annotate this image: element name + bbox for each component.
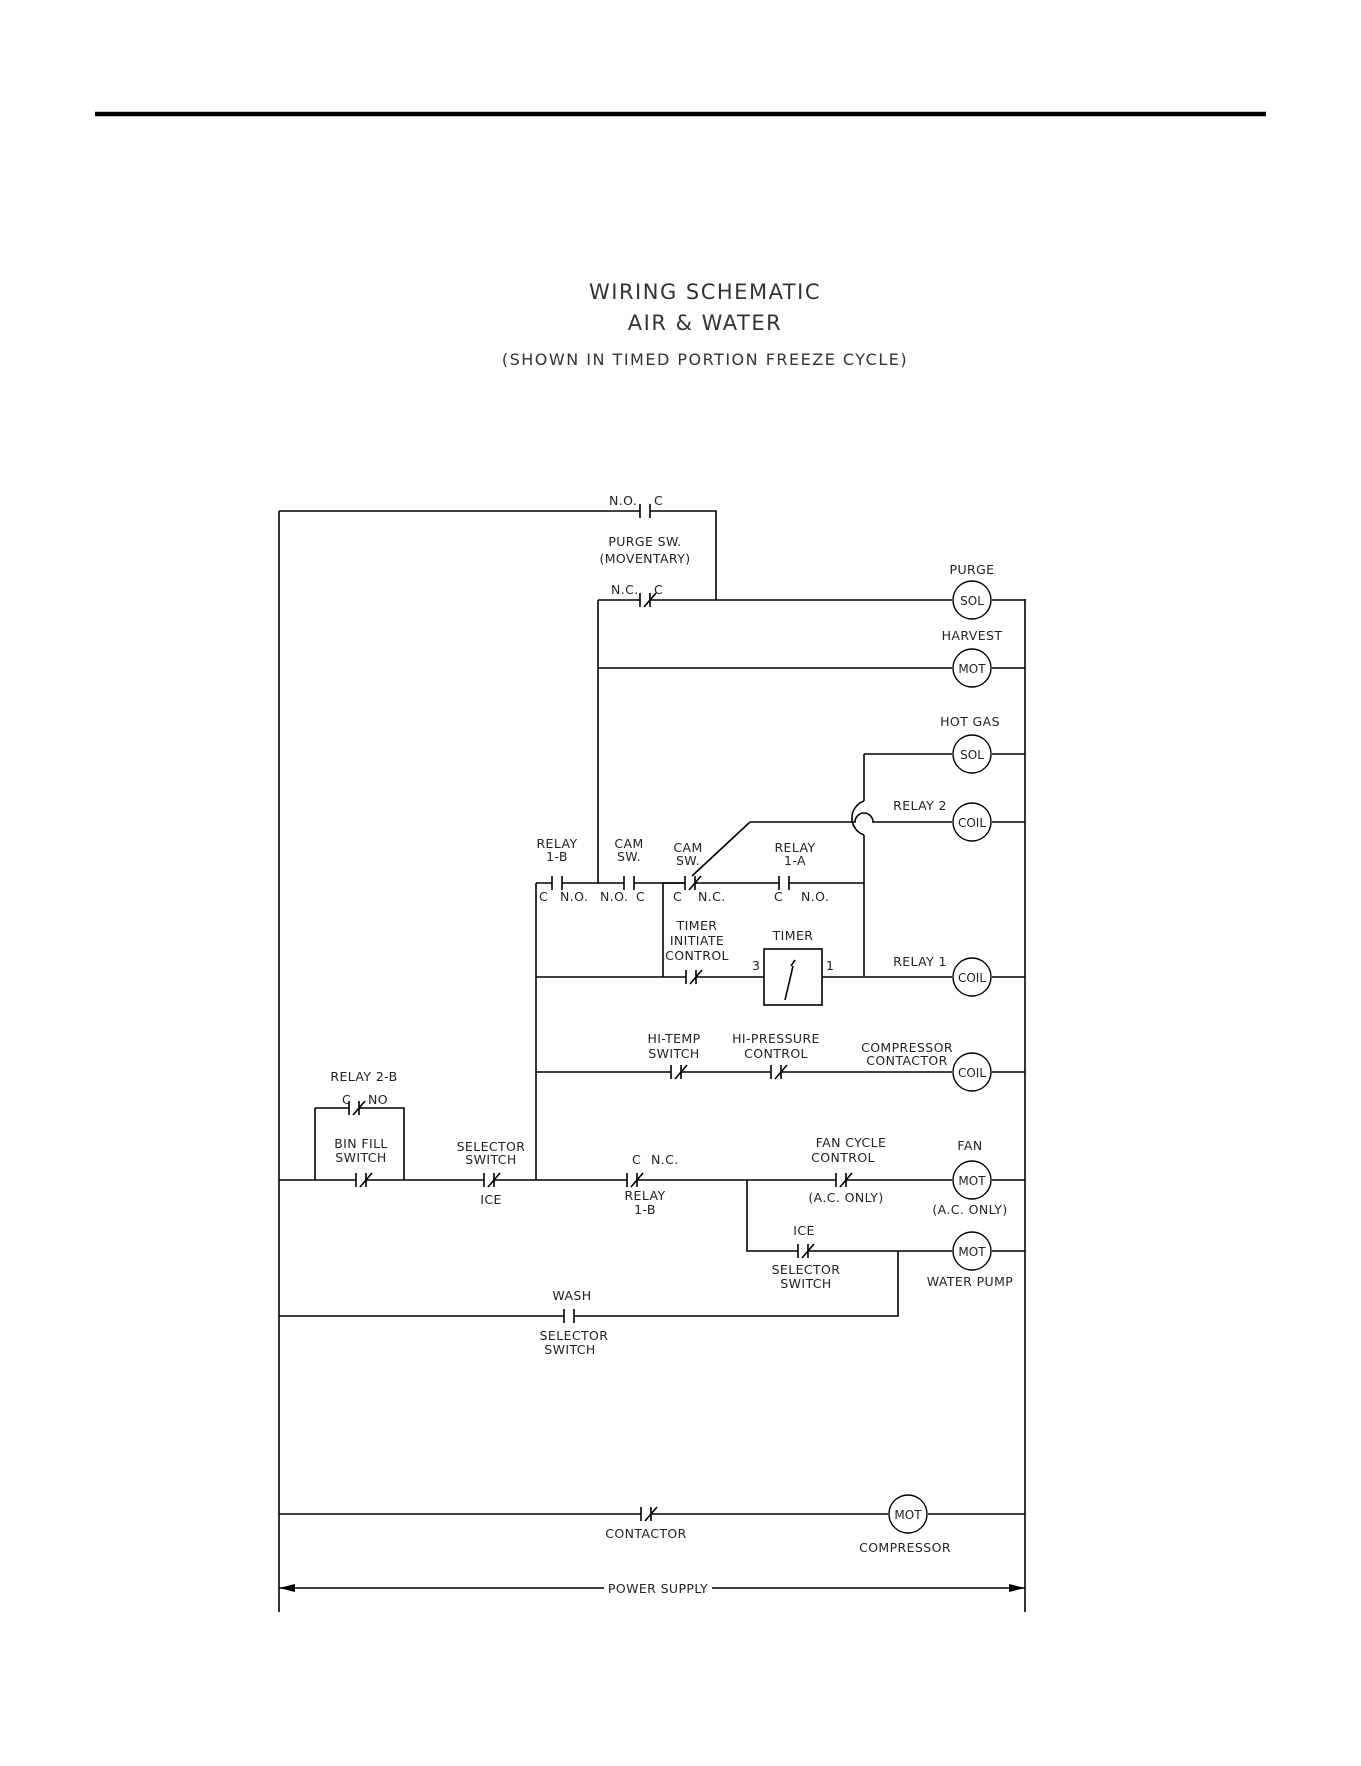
cam-sw-nc-name-2: SW. [676, 853, 700, 868]
relay2-label: RELAY 2 [893, 798, 947, 813]
cam-sw-no-name-2: SW. [617, 849, 641, 864]
hot-gas-label: HOT GAS [940, 714, 1000, 729]
fan-mot-symbol [952, 1160, 992, 1200]
contactor-name: CONTACTOR [605, 1526, 686, 1541]
compressor-contactor-coil-symbol [952, 1052, 992, 1092]
compressor-mot-symbol [888, 1494, 928, 1534]
hot-gas-sol-symbol [952, 734, 992, 774]
relay2-coil-label: COIL [958, 816, 986, 830]
hot-gas-sol-label: SOL [960, 748, 984, 762]
fan-cycle-note: (A.C. ONLY) [808, 1190, 883, 1205]
relay1b-low-c: C [632, 1152, 641, 1167]
purge-sw-nc: N.C. [611, 582, 639, 597]
relay1-coil-label: COIL [958, 971, 986, 985]
selector-ice-name-1: SELECTOR [457, 1139, 526, 1154]
relay1a-no: N.O. [801, 889, 829, 904]
fan-note: (A.C. ONLY) [932, 1202, 1007, 1217]
cam-sw-nc-c: C [673, 889, 682, 904]
purge-sw-note: (MOVENTARY) [599, 551, 690, 566]
relay1a-name-1: RELAY [774, 840, 815, 855]
selector-ice-name-2: SWITCH [465, 1152, 516, 1167]
cam-sw-no-c: C [636, 889, 645, 904]
timer-pin-right: 1 [826, 958, 834, 973]
timer-name: TIMER [772, 928, 814, 943]
relay1b-low-name-2: 1-B [634, 1202, 656, 1217]
relay1-coil-symbol [952, 957, 992, 997]
compressor-mot-label: MOT [894, 1508, 922, 1522]
hi-pressure-name-1: HI-PRESSURE [732, 1031, 820, 1046]
water-pump-mot-label: MOT [958, 1245, 986, 1259]
power-supply-label: POWER SUPPLY [608, 1581, 708, 1596]
bin-fill-name-1: BIN FILL [334, 1136, 388, 1151]
bin-fill-name-2: SWITCH [335, 1150, 386, 1165]
purge-label: PURGE [950, 562, 995, 577]
title-line-2: AIR & WATER [628, 311, 782, 335]
load-symbols: SOL MOT SOL COIL COIL COIL MOT MOT MOT [888, 580, 992, 1534]
relay2-coil-symbol [952, 802, 992, 842]
selector-ice2-name-1: SELECTOR [772, 1262, 841, 1277]
fan-mot-label: MOT [958, 1174, 986, 1188]
relay1-label: RELAY 1 [893, 954, 947, 969]
purge-sw-name: PURGE SW. [608, 534, 681, 549]
relay2b-c: C [342, 1092, 351, 1107]
harvest-mot-label: MOT [958, 662, 986, 676]
relay2b-name: RELAY 2-B [330, 1069, 397, 1084]
purge-sol-symbol [952, 580, 992, 620]
relay1a-name-2: 1-A [784, 853, 806, 868]
compressor-contactor-label-2: CONTACTOR [866, 1053, 947, 1068]
timer-pin-left: 3 [752, 958, 760, 973]
selector-ice2-name-2: SWITCH [780, 1276, 831, 1291]
compressor-contactor-coil-label: COIL [958, 1066, 986, 1080]
wiring [278, 504, 1026, 1612]
cam-sw-no-no: N.O. [600, 889, 628, 904]
selector-wash-name-1: SELECTOR [540, 1328, 609, 1343]
fan-cycle-name-2: CONTROL [811, 1150, 875, 1165]
water-pump-label: WATER PUMP [927, 1274, 1014, 1289]
timer-box [763, 948, 823, 1006]
selector-ice2-pos: ICE [793, 1223, 815, 1238]
purge-sw-c-bottom: C [654, 582, 663, 597]
cam-sw-nc-name-1: CAM [673, 840, 702, 855]
relay1b-low-name-1: RELAY [624, 1188, 665, 1203]
water-pump-mot-symbol [952, 1231, 992, 1271]
relay1a-c: C [774, 889, 783, 904]
purge-sol-label: SOL [960, 594, 984, 608]
relay1b-top-no: N.O. [560, 889, 588, 904]
purge-sw-no: N.O. [609, 493, 637, 508]
purge-sw-c-top: C [654, 493, 663, 508]
relay1b-top-name-1: RELAY [536, 836, 577, 851]
timer-initiate-name-3: CONTROL [665, 948, 729, 963]
selector-wash-pos: WASH [552, 1288, 591, 1303]
fan-cycle-name-1: FAN CYCLE [816, 1135, 887, 1150]
relay1b-top-name-2: 1-B [546, 849, 568, 864]
title-line-1: WIRING SCHEMATIC [589, 280, 821, 304]
title-line-3: (SHOWN IN TIMED PORTION FREEZE CYCLE) [502, 350, 908, 369]
selector-ice-pos: ICE [480, 1192, 502, 1207]
cam-sw-nc-nc: N.C. [698, 889, 726, 904]
timer-initiate-name-2: INITIATE [670, 933, 724, 948]
selector-wash-name-2: SWITCH [544, 1342, 595, 1357]
harvest-mot-symbol [952, 648, 992, 688]
harvest-label: HARVEST [942, 628, 1003, 643]
relay1b-low-nc: N.C. [651, 1152, 679, 1167]
compressor-contactor-label-1: COMPRESSOR [861, 1040, 953, 1055]
hi-temp-name-2: SWITCH [648, 1046, 699, 1061]
compressor-label: COMPRESSOR [859, 1540, 951, 1555]
fan-label: FAN [957, 1138, 982, 1153]
relay1b-top-c: C [539, 889, 548, 904]
timer-initiate-name-1: TIMER [676, 918, 718, 933]
hi-temp-name-1: HI-TEMP [647, 1031, 700, 1046]
relay2b-no: NO [368, 1092, 388, 1107]
labels: N.O. C PURGE SW. (MOVENTARY) N.C. C PURG… [330, 493, 1014, 1596]
hi-pressure-name-2: CONTROL [744, 1046, 808, 1061]
cam-sw-no-name-1: CAM [614, 836, 643, 851]
